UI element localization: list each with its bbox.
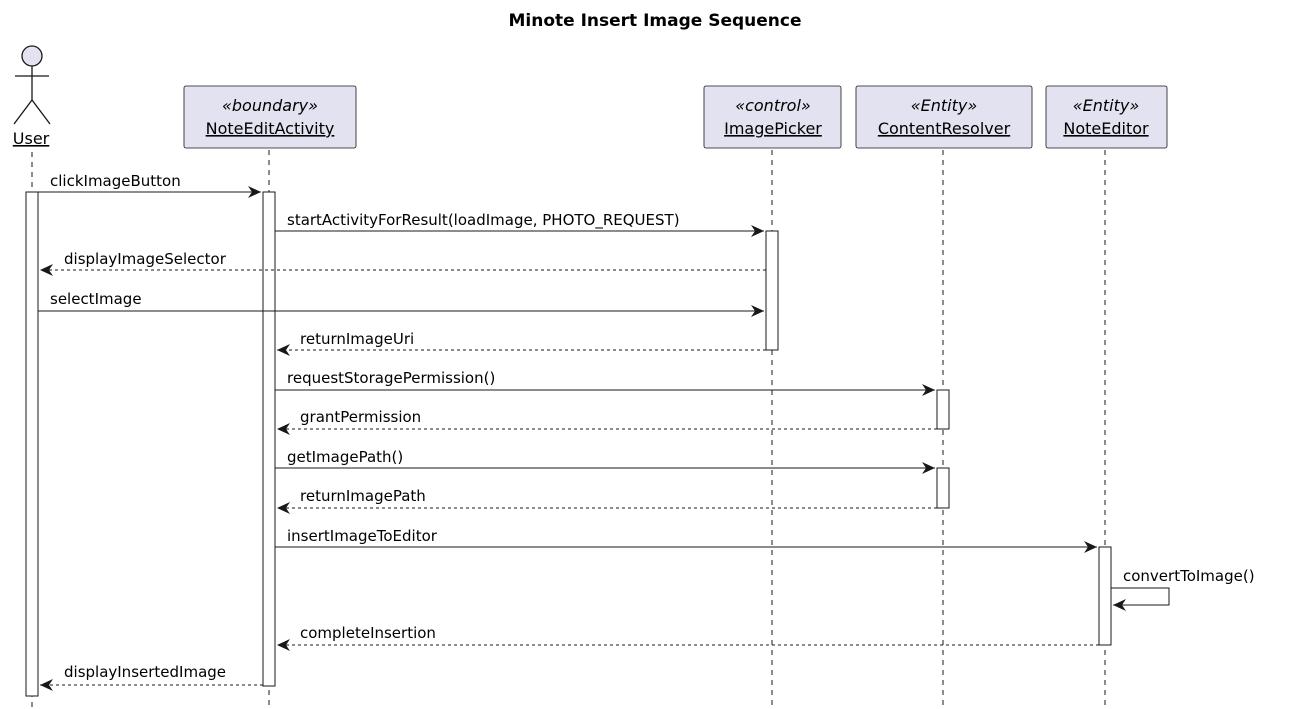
message-label: insertImageToEditor (287, 527, 438, 545)
message-label: completeInsertion (300, 624, 436, 642)
participant-note-editor[interactable]: «Entity» NoteEditor (1045, 85, 1168, 149)
message-label: grantPermission (300, 408, 421, 426)
message-label: clickImageButton (50, 172, 181, 190)
participant-name: ContentResolver (878, 119, 1011, 138)
actor-user[interactable]: User (13, 45, 51, 148)
participant-name: NoteEditActivity (206, 119, 335, 138)
activation-note-edit-activity (262, 191, 276, 687)
activation-content-resolver-1 (936, 389, 950, 430)
message-label: returnImagePath (300, 487, 426, 505)
participant-stereotype: «boundary» (222, 96, 318, 115)
message-label: displayInsertedImage (64, 663, 226, 681)
participant-content-resolver[interactable]: «Entity» ContentResolver (855, 85, 1033, 149)
message-label: startActivityForResult(loadImage, PHOTO_… (287, 211, 680, 230)
participant-image-picker[interactable]: «control» ImagePicker (703, 85, 842, 149)
actor-name: User (13, 129, 50, 148)
message-arrows (38, 186, 1170, 691)
message-label: convertToImage() (1123, 567, 1255, 585)
message-label: displayImageSelector (64, 250, 227, 268)
self-message-arrow (1111, 587, 1170, 611)
participant-name: ImagePicker (724, 119, 822, 138)
message-label: selectImage (50, 290, 142, 308)
activation-bars (25, 191, 1112, 697)
participant-stereotype: «control» (735, 96, 811, 115)
activation-note-editor (1098, 546, 1112, 646)
message-label: getImagePath() (287, 448, 403, 466)
participant-name: NoteEditor (1063, 119, 1149, 138)
activation-user (25, 191, 39, 697)
diagram-title: Minote Insert Image Sequence (508, 11, 801, 31)
stick-figure-icon (13, 45, 51, 125)
participant-stereotype: «Entity» (1073, 96, 1139, 115)
activation-content-resolver-2 (936, 467, 950, 509)
message-label: returnImageUri (300, 330, 414, 348)
participant-note-edit-activity[interactable]: «boundary» NoteEditActivity (183, 85, 357, 149)
message-label: requestStoragePermission() (287, 369, 495, 387)
participant-stereotype: «Entity» (911, 96, 977, 115)
message-labels: clickImageButton startActivityForResult(… (50, 172, 1255, 681)
activation-image-picker (765, 230, 779, 351)
